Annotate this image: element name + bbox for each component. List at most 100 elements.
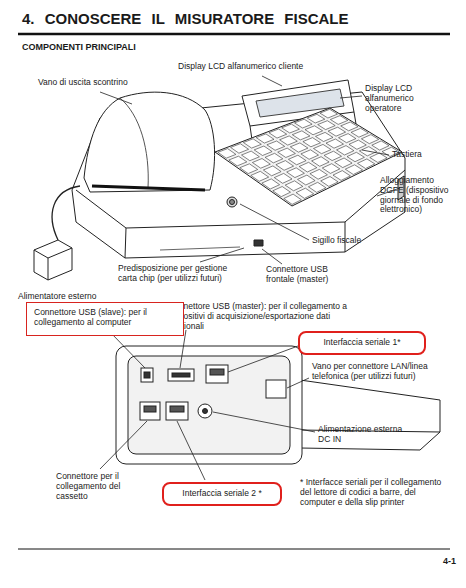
printer-edge <box>120 98 148 188</box>
leader-line <box>340 96 362 98</box>
key <box>310 169 328 179</box>
leader-line <box>213 412 315 432</box>
drawer-port <box>144 406 156 412</box>
key <box>320 109 338 118</box>
key <box>243 139 261 148</box>
key <box>265 153 283 163</box>
key <box>273 187 291 197</box>
leader-line <box>240 204 309 240</box>
key <box>240 164 258 174</box>
key <box>284 194 302 204</box>
key <box>263 166 281 176</box>
cash-register <box>72 80 405 258</box>
key <box>326 139 344 148</box>
callout-text: Interfaccia seriale 2 * <box>171 489 273 499</box>
key <box>341 122 358 131</box>
adapter-box <box>34 240 72 280</box>
serial-1-port <box>206 365 228 383</box>
part-label: Connettore per il collegamento del casse… <box>56 472 142 501</box>
callout-text: Connettore USB (slave): per il collegame… <box>34 308 176 328</box>
part-label: Sigillo fiscale <box>312 236 387 246</box>
key <box>328 127 346 136</box>
panel-housing <box>116 346 302 464</box>
part-label: Vano di uscita scontrino <box>38 78 158 88</box>
key <box>254 146 272 156</box>
key <box>229 156 247 166</box>
leader-line <box>100 92 132 104</box>
part-label: Display LCD alfanumerico cliente <box>178 62 348 72</box>
part-label: Vano per connettore LAN/linea telefonica… <box>312 362 442 382</box>
key <box>280 136 298 145</box>
key <box>262 179 280 189</box>
usb-slave-port <box>141 368 153 382</box>
leader-line <box>287 378 309 388</box>
serial-2-port <box>170 406 184 412</box>
drawer-port <box>140 402 160 420</box>
title-rule <box>18 33 450 36</box>
usb-master-port <box>172 373 190 377</box>
key <box>307 114 325 123</box>
leader-lines <box>100 76 400 480</box>
fiscal-seal <box>227 197 237 207</box>
key <box>288 155 306 165</box>
key <box>242 151 260 161</box>
leader-line <box>110 332 145 368</box>
part-label: Alimentatore esterno <box>18 292 128 302</box>
register-body <box>72 92 405 258</box>
display-housing <box>242 80 354 126</box>
key <box>358 159 375 169</box>
page-number: 4-1 <box>426 556 456 566</box>
key <box>312 157 330 167</box>
key <box>278 148 296 157</box>
key <box>290 143 308 152</box>
key <box>218 149 236 159</box>
key <box>337 146 354 155</box>
part-label: Display LCD alfanumerico operatore <box>365 84 445 113</box>
section-heading: COMPONENTI PRINCIPALI <box>22 42 222 52</box>
key <box>316 132 334 141</box>
leader-line <box>362 150 389 155</box>
usb-slave-port <box>144 372 150 378</box>
serial-1-port <box>210 369 224 375</box>
key <box>285 181 303 191</box>
lan-slot <box>266 380 286 398</box>
key <box>361 135 378 144</box>
key <box>335 158 352 168</box>
power-adapter <box>34 186 80 280</box>
key <box>351 128 368 137</box>
leader-line <box>177 421 205 480</box>
key <box>256 134 274 143</box>
key <box>314 144 332 153</box>
key <box>251 171 269 181</box>
key <box>305 126 323 135</box>
part-label: Tastiera <box>392 150 447 160</box>
key <box>301 150 319 160</box>
panel-cavity <box>128 356 290 454</box>
key <box>321 177 338 187</box>
callout-text: Interfaccia seriale 1* <box>307 338 417 348</box>
part-label: Connettore USB (master): per il collegam… <box>168 302 368 331</box>
key <box>333 171 350 181</box>
callout-box: Connettore USB (slave): per il collegame… <box>26 302 184 336</box>
key <box>295 119 313 128</box>
key <box>347 152 364 161</box>
key <box>345 165 362 175</box>
key <box>274 173 292 183</box>
key <box>298 175 316 185</box>
callout-box: Interfaccia seriale 2 * <box>162 482 282 506</box>
keyboard <box>215 108 402 206</box>
key <box>339 134 356 143</box>
key <box>349 140 366 149</box>
fiscal-seal <box>230 200 235 205</box>
key <box>292 131 310 140</box>
dc-in-jack <box>198 404 212 418</box>
power-cable <box>52 186 80 240</box>
dc-in-jack <box>203 409 208 414</box>
callout-box: Interfaccia seriale 1* <box>298 331 426 355</box>
key <box>318 121 336 130</box>
key <box>231 144 249 154</box>
printer-cover <box>84 92 215 192</box>
key <box>269 129 287 138</box>
part-label: * Interfacce seriali per il collegamento… <box>300 478 448 507</box>
usb-front-port <box>254 240 263 246</box>
